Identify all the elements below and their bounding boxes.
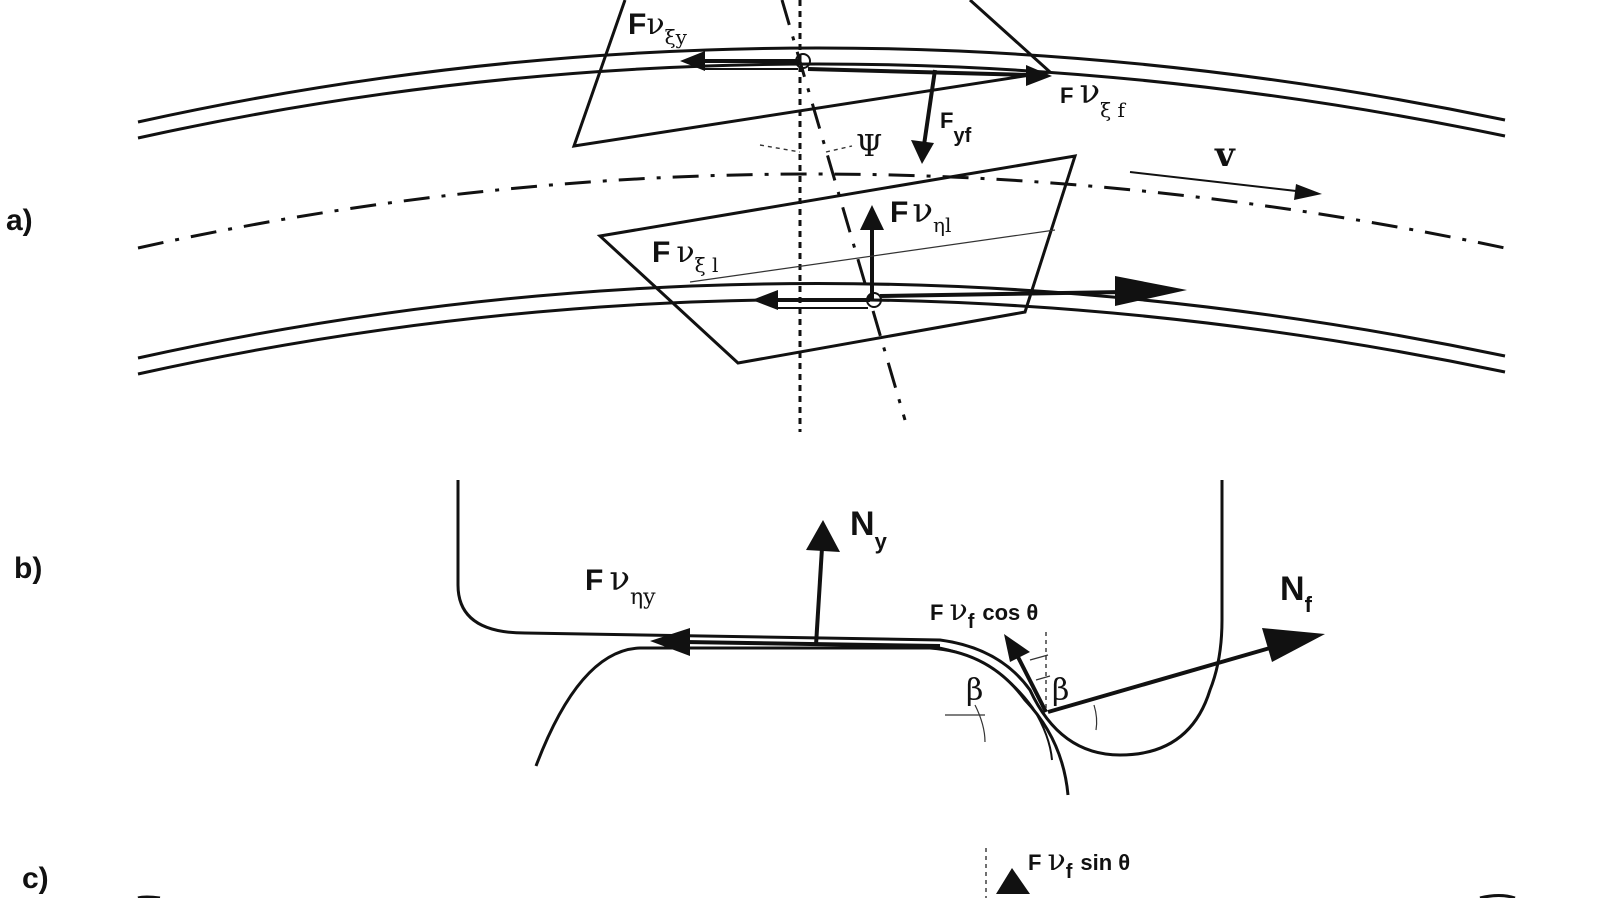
force-fvf-cos-head (1004, 634, 1030, 662)
label-fvxi-y: Fνξy (628, 7, 688, 49)
force-fvxi-l-head (752, 290, 778, 310)
force-nf (1047, 646, 1271, 714)
force-fvf-sin-head (996, 868, 1030, 894)
force-fveta-y (684, 640, 941, 648)
wheel-profile (456, 480, 1224, 757)
beta-left-arc (974, 704, 986, 743)
force-fvxi-f-head (1026, 65, 1052, 86)
velocity-label: v (1214, 135, 1236, 175)
panel-c-rail-right (1479, 894, 1516, 898)
panel-b-label: b) (14, 552, 42, 585)
psi-label: Ψ (856, 129, 882, 164)
fvf-cos-tick-2 (1035, 675, 1051, 681)
rail-gauge-line (929, 645, 1053, 761)
velocity-arrow-head (1294, 184, 1322, 200)
force-ny (814, 547, 824, 646)
wheelset-axis (780, 0, 907, 421)
panel-a: Ψ v Fνξy (6, 0, 1506, 432)
beta-right-arc (1093, 704, 1098, 731)
force-fvxi-f (807, 67, 1031, 77)
force-fvf-cos (1015, 654, 1048, 713)
rail-head-profile (534, 646, 1070, 796)
force-fveta-y-head (650, 628, 690, 656)
psi-mark-right (825, 145, 853, 153)
lower-patch-internal-line (689, 229, 1056, 283)
fvf-cos-tick-1 (1029, 654, 1049, 661)
force-fvxi-y-head (680, 51, 705, 71)
label-nf: Nf (1280, 570, 1313, 617)
label-ny: Ny (850, 505, 888, 554)
force-fyf (922, 69, 937, 146)
upper-contact-patch (571, 0, 1054, 148)
upper-rail-inner (137, 62, 1506, 140)
force-fyf-head (911, 140, 934, 164)
force-ny-head (806, 520, 840, 552)
lower-contact-patch (596, 154, 1078, 365)
psi-mark-left (759, 144, 801, 153)
lower-force-right (879, 290, 1126, 298)
lower-rail-outer (137, 282, 1506, 360)
panel-a-label: a) (6, 204, 33, 237)
force-fveta-l-head (860, 205, 884, 230)
panel-c-label: c) (22, 862, 49, 895)
lower-rail-inner (137, 298, 1506, 376)
velocity-arrow (1129, 171, 1306, 193)
upper-rail-outer (137, 46, 1506, 124)
beta-left-label: β (966, 673, 983, 708)
force-nf-head (1262, 628, 1325, 662)
label-fyf: Fyf (940, 108, 972, 147)
beta-right-label: β (1052, 673, 1069, 708)
track-centerline (137, 172, 1506, 250)
lower-force-right-head (1115, 276, 1187, 306)
